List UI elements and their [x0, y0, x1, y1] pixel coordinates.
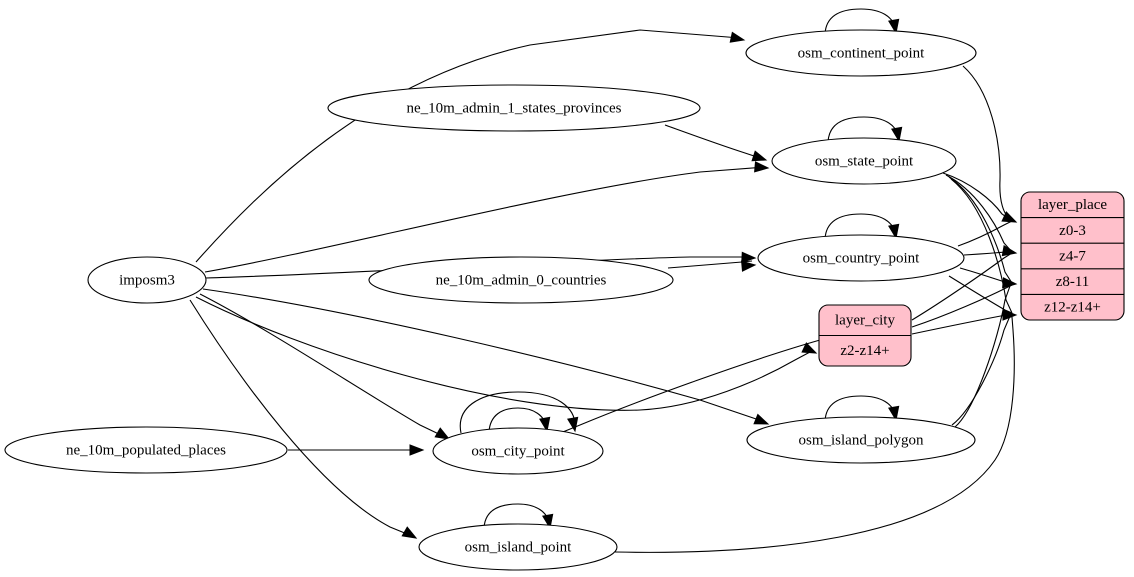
graph-edge — [911, 252, 1013, 321]
arrowhead-icon — [401, 526, 418, 539]
arrowheads-layer — [401, 18, 1018, 539]
arrowhead-icon — [801, 342, 818, 354]
graph-edge — [667, 260, 753, 269]
nodes-layer: imposm3 ne_10m_admin_1_states_provincesne… — [4, 29, 977, 571]
graph-edge — [824, 395, 897, 422]
node-shape — [4, 426, 288, 474]
graph-edge — [827, 116, 900, 143]
arrowhead-icon — [888, 405, 900, 422]
arrowhead-icon — [409, 444, 425, 456]
arrowhead-icon — [754, 161, 770, 173]
graph-node-osm_island_point[interactable]: osm_island_point — [418, 523, 618, 571]
arrowhead-icon — [888, 223, 900, 240]
graph-edge — [957, 220, 1013, 247]
graph-edge — [824, 8, 897, 35]
graph-node-osm_continent_point[interactable]: osm_continent_point — [745, 29, 977, 77]
graph-edge — [824, 213, 897, 240]
graph-edge — [962, 65, 1013, 222]
arrowhead-icon — [729, 31, 746, 43]
graph-edge — [948, 275, 1013, 314]
arrowhead-icon — [751, 150, 768, 162]
arrowhead-icon — [1002, 309, 1018, 321]
arrowhead-icon — [434, 427, 451, 440]
node-shape — [418, 523, 618, 571]
graph-edge — [948, 176, 1013, 284]
graph-edge — [547, 339, 821, 439]
graph-edge — [202, 288, 766, 423]
graph-edge — [614, 316, 1015, 553]
arrowhead-icon — [542, 513, 554, 530]
graph-edge — [195, 29, 741, 263]
node-shape — [432, 427, 604, 475]
arrowhead-icon — [741, 260, 757, 272]
node-shape — [87, 256, 207, 304]
node-shape — [757, 234, 965, 282]
graph-edge — [954, 285, 1011, 428]
graph-edge — [189, 299, 413, 537]
graph-edge — [951, 315, 1011, 426]
arrowhead-icon — [1002, 277, 1018, 289]
graph-edge — [911, 284, 1013, 328]
arrowhead-icon — [567, 416, 579, 433]
graph-edge — [204, 166, 766, 273]
arrowhead-icon — [891, 126, 903, 143]
arrowhead-icon — [741, 251, 757, 264]
graph-node-osm_state_point[interactable]: osm_state_point — [771, 137, 957, 185]
graph-edge — [911, 313, 1013, 335]
arrowhead-icon — [888, 18, 900, 35]
graph-edge — [945, 174, 1013, 253]
graph-node-ne_10m_admin_0_countries[interactable]: ne_10m_admin_0_countries — [368, 256, 674, 304]
graph-edge — [195, 296, 811, 411]
graph-edge — [483, 503, 551, 529]
node-shape — [746, 416, 976, 464]
record-box — [1020, 191, 1125, 321]
graph-node-ne_10m_admin_1_states_provinces[interactable]: ne_10m_admin_1_states_provinces — [327, 84, 701, 132]
graph-node-imposm3[interactable]: imposm3 — [87, 256, 207, 304]
arrowhead-icon — [539, 416, 551, 433]
graph-edge — [950, 178, 1013, 314]
arrowhead-icon — [1001, 245, 1018, 257]
arrowhead-icon — [753, 413, 770, 425]
node-shape — [745, 29, 977, 77]
graph-node-ne_10m_populated_places[interactable]: ne_10m_populated_places — [4, 426, 288, 474]
arrowhead-icon — [1001, 211, 1018, 223]
node-shape — [327, 84, 701, 132]
node-shape — [368, 256, 674, 304]
graph-node-osm_island_polygon[interactable]: osm_island_polygon — [746, 416, 976, 464]
graph-node-osm_country_point[interactable]: osm_country_point — [757, 234, 965, 282]
graph-edge — [942, 172, 1013, 222]
graph-node-osm_city_point[interactable]: osm_city_point — [432, 427, 604, 475]
node-shape — [771, 137, 957, 185]
graph-edge — [459, 391, 576, 434]
graph-edge — [199, 293, 446, 438]
graph-edge — [664, 124, 764, 160]
